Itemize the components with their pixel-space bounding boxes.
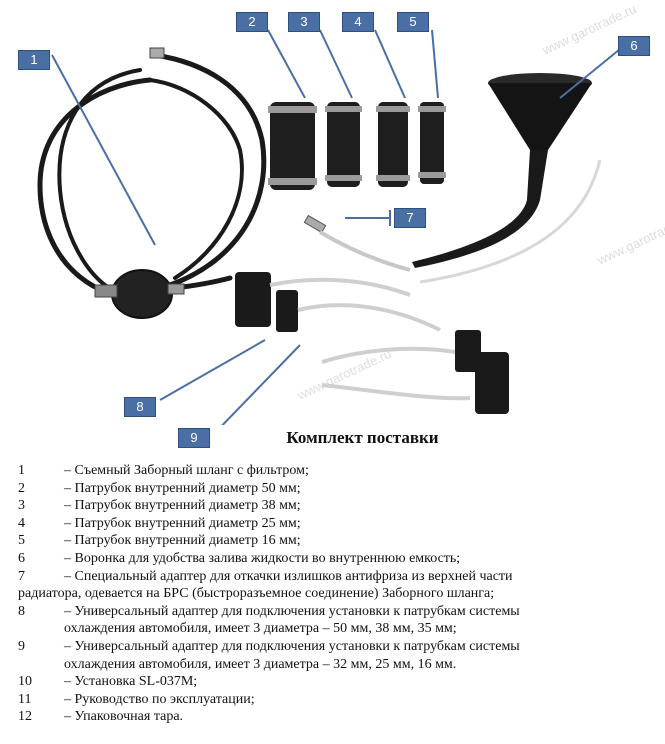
list-item: 7 – Специальный адаптер для откачки излиш…	[0, 568, 665, 586]
item-description-continued: охлаждения автомобиля, имеет 3 диаметра …	[64, 656, 457, 672]
item-description: – Универсальный адаптер для подключения …	[64, 638, 520, 654]
coupling-16mm	[418, 102, 446, 184]
item-description: – Специальный адаптер для откачки излишк…	[64, 568, 513, 584]
adapter-radiator	[303, 214, 411, 272]
callout-5: 5	[397, 12, 429, 32]
item-description: – Патрубок внутренний диаметр 50 мм;	[64, 480, 301, 496]
callout-2: 2	[236, 12, 268, 32]
callout-7: 7	[394, 208, 426, 228]
funnel	[412, 73, 602, 284]
list-item-continuation: радиатора, одевается на БРС (быстроразъе…	[0, 585, 665, 603]
kit-photo: www.garotrade.ru www.garotrade.ru www.ga…	[37, 1, 665, 425]
list-item: 6 – Воронка для удобства залива жидкости …	[0, 550, 665, 568]
item-number: 10	[18, 674, 32, 690]
item-number: 5	[18, 533, 25, 549]
item-description: – Установка SL-037M;	[64, 674, 198, 690]
coupling-25mm	[376, 102, 410, 187]
item-number: 6	[18, 550, 25, 566]
item-description: – Воронка для удобства залива жидкости в…	[64, 550, 461, 566]
callout-8: 8	[124, 397, 156, 417]
item-number: 2	[18, 480, 25, 496]
universal-adapter-large-1	[235, 272, 441, 332]
list-item: 11 – Руководство по эксплуатации;	[0, 691, 665, 709]
list-item: 12 – Упаковочная тара.	[0, 708, 665, 726]
list-item: 4 – Патрубок внутренний диаметр 25 мм;	[0, 515, 665, 533]
item-number: 1	[18, 463, 25, 478]
suction-hose-with-filter	[37, 47, 267, 319]
item-description: – Упаковочная тара.	[64, 709, 184, 725]
coupling-50mm	[268, 102, 317, 190]
list-item: 2 – Патрубок внутренний диаметр 50 мм;	[0, 480, 665, 498]
item-description: – Патрубок внутренний диаметр 16 мм;	[64, 533, 301, 549]
item-description-continued: охлаждения автомобиля, имеет 3 диаметра …	[64, 621, 457, 637]
item-description: – Патрубок внутренний диаметр 25 мм;	[64, 515, 301, 531]
item-number: 4	[18, 515, 25, 531]
item-description-continued: радиатора, одевается на БРС (быстроразъе…	[18, 586, 495, 602]
item-description: – Руководство по эксплуатации;	[64, 691, 255, 707]
list-item: 3 – Патрубок внутренний диаметр 38 мм;	[0, 497, 665, 515]
list-item: 5 – Патрубок внутренний диаметр 16 мм;	[0, 532, 665, 550]
list-item: 9 – Универсальный адаптер для подключения…	[0, 638, 665, 656]
universal-adapter-small	[321, 330, 509, 414]
item-description: – Съемный Заборный шланг с фильтром;	[64, 463, 309, 478]
list-item: 1 – Съемный Заборный шланг с фильтром;	[0, 462, 665, 480]
callout-1: 1	[18, 50, 50, 70]
watermark: www.garotrade.ru	[594, 211, 665, 268]
callout-6: 6	[618, 36, 650, 56]
item-number: 11	[18, 691, 32, 707]
parts-list: 1 – Съемный Заборный шланг с фильтром; 2 – …	[0, 462, 665, 726]
callout-4: 4	[342, 12, 374, 32]
list-item: 10 – Установка SL-037M;	[0, 673, 665, 691]
list-item-continuation: охлаждения автомобиля, имеет 3 диаметра …	[0, 620, 665, 638]
coupling-38mm	[325, 102, 362, 187]
list-item-continuation: охлаждения автомобиля, имеет 3 диаметра …	[0, 656, 665, 674]
callout-3: 3	[288, 12, 320, 32]
list-item: 8 – Универсальный адаптер для подключения…	[0, 603, 665, 621]
item-number: 3	[18, 498, 25, 514]
item-description: – Универсальный адаптер для подключения …	[64, 603, 520, 619]
section-heading: Комплект поставки	[286, 428, 439, 447]
item-number: 9	[18, 638, 25, 654]
item-number: 12	[18, 709, 32, 725]
item-description: – Патрубок внутренний диаметр 38 мм;	[64, 498, 301, 514]
callout-9: 9	[178, 428, 210, 448]
item-number: 7	[18, 568, 25, 584]
item-number: 8	[18, 603, 25, 619]
